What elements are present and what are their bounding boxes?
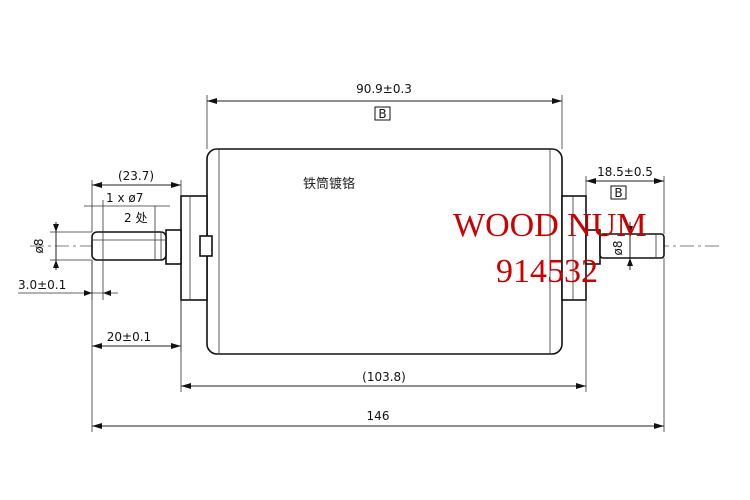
dim-core-length: (103.8)	[180, 300, 587, 392]
dim-left-overall: (23.7)	[91, 169, 182, 232]
flat-spec-line2: 2 处	[124, 211, 147, 225]
dim-total-length-label: 146	[367, 409, 390, 423]
dim-shaft-dia-left-label: ø8	[32, 239, 46, 254]
watermark-line2: 914532	[496, 253, 598, 290]
dim-groove-offset-label: 3.0±0.1	[18, 278, 66, 292]
watermark-line1: WOOD NUM	[453, 207, 647, 244]
flat-spec-note: 1 x ø7 2 处	[84, 191, 170, 232]
right-shaft	[599, 233, 665, 259]
dim-left-shaft-length: 20±0.1	[91, 260, 182, 352]
dim-shaft-dia-left: ø8	[32, 222, 92, 270]
body-note: 铁筒镀铬	[303, 176, 355, 192]
left-hub	[165, 195, 213, 301]
dim-right-length: 18.5±0.5 B	[585, 165, 665, 234]
dim-body-length-label: 90.9±0.3	[356, 82, 412, 96]
flat-spec-line1: 1 x ø7	[106, 191, 143, 205]
dim-shaft-dia-right: ø8	[611, 222, 633, 270]
roller-body	[206, 148, 563, 355]
dim-shaft-dia-right-label: ø8	[611, 241, 625, 256]
datum-b-right: B	[614, 186, 622, 200]
right-hub	[561, 195, 601, 301]
dim-left-shaft-length-label: 20±0.1	[107, 330, 151, 344]
dim-left-overall-label: (23.7)	[118, 169, 154, 183]
datum-b-body: B	[378, 107, 386, 121]
dim-groove-offset: 3.0±0.1	[18, 260, 118, 300]
dim-core-length-label: (103.8)	[362, 370, 406, 384]
watermark: WOOD NUM 914532	[453, 207, 647, 290]
left-shaft	[91, 231, 167, 261]
dim-total-length: 146	[91, 258, 665, 432]
dim-right-length-label: 18.5±0.5	[597, 165, 653, 179]
dim-body-length: 90.9±0.3 B	[206, 82, 563, 149]
